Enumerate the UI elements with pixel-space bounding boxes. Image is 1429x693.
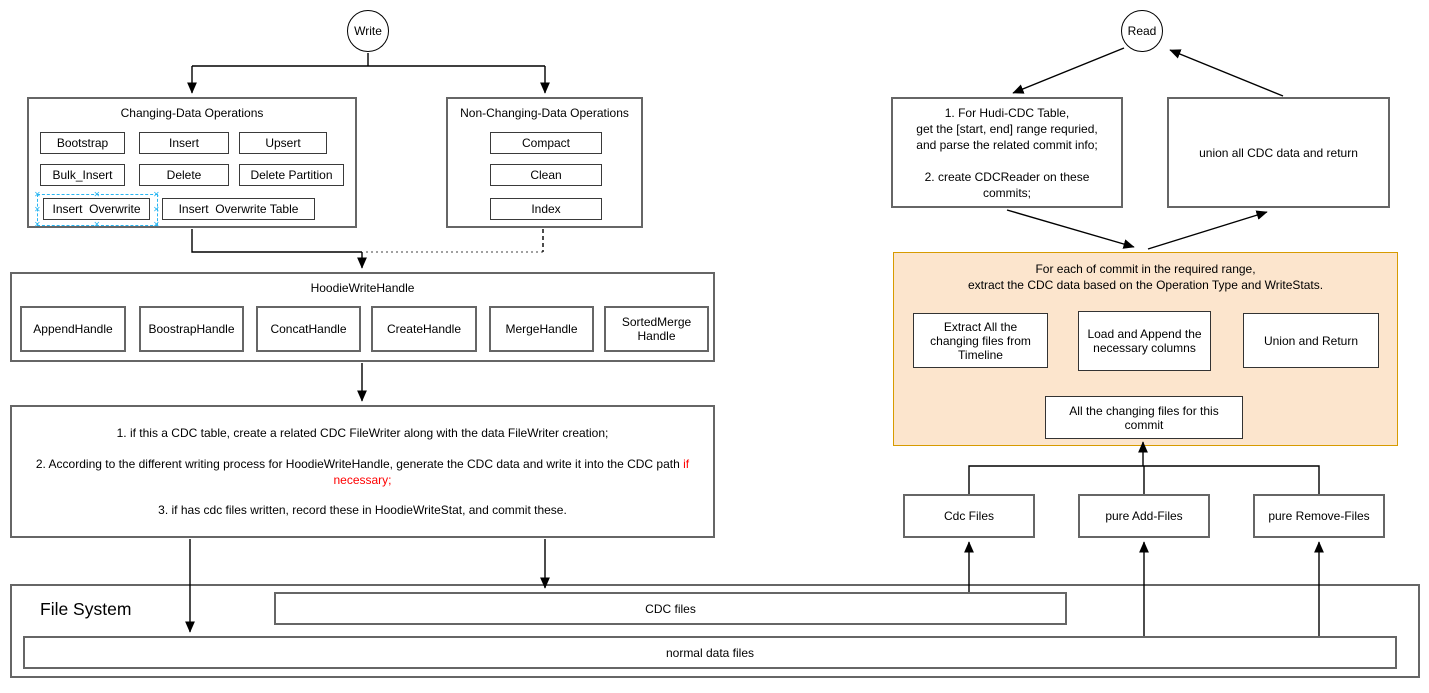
- cdc-write-steps-text: 1. if this a CDC table, create a related…: [17, 407, 708, 536]
- op-compact[interactable]: Compact: [490, 132, 602, 154]
- write-node[interactable]: Write: [347, 10, 389, 52]
- read-node[interactable]: Read: [1121, 10, 1163, 52]
- op-bulk-insert[interactable]: Bulk_Insert: [40, 164, 125, 186]
- step-2: 2. According to the different writing pr…: [35, 456, 690, 487]
- pure-remove-files-box[interactable]: pure Remove-Files: [1253, 494, 1385, 538]
- extract-changing-files-box[interactable]: Extract All the changing files from Time…: [913, 313, 1048, 368]
- file-system-label: File System: [40, 599, 132, 619]
- if-necessary-note: if necessary;: [333, 456, 690, 487]
- op-index[interactable]: Index: [490, 198, 602, 220]
- hudi-cdc-range-text: 1. For Hudi-CDC Table, get the [start, e…: [916, 106, 1098, 200]
- op-bootstrap[interactable]: Bootstrap: [40, 132, 125, 154]
- create-handle-box[interactable]: CreateHandle: [371, 306, 477, 352]
- all-changing-files-box[interactable]: All the changing files for this commit: [1045, 396, 1243, 439]
- step-3: 3. if has cdc files written, record thes…: [158, 503, 567, 517]
- changing-data-operations-box[interactable]: Changing-Data Operations Bootstrap Inser…: [27, 97, 357, 229]
- normal-data-files-bar[interactable]: normal data files: [23, 636, 1397, 669]
- changing-data-operations-title: Changing-Data Operations: [120, 106, 264, 120]
- read-label: Read: [1127, 24, 1157, 38]
- boostrap-handle-box[interactable]: BoostrapHandle: [139, 306, 244, 352]
- file-system-box[interactable]: File System CDC files normal data files: [10, 584, 1420, 678]
- pure-add-files-box[interactable]: pure Add-Files: [1078, 494, 1210, 538]
- op-insert[interactable]: Insert: [139, 132, 229, 154]
- union-cdc-return-box[interactable]: union all CDC data and return: [1167, 97, 1390, 208]
- cdc-write-steps-box[interactable]: 1. if this a CDC table, create a related…: [10, 405, 715, 538]
- cdc-files-bar[interactable]: CDC files: [274, 592, 1067, 625]
- load-append-columns-box[interactable]: Load and Append the necessary columns: [1078, 311, 1211, 371]
- op-delete[interactable]: Delete: [139, 164, 229, 186]
- union-and-return-box[interactable]: Union and Return: [1243, 313, 1379, 368]
- op-upsert[interactable]: Upsert: [239, 132, 327, 154]
- write-label: Write: [354, 24, 382, 38]
- selection-overlay: [34, 190, 160, 229]
- append-handle-box[interactable]: AppendHandle: [20, 306, 126, 352]
- op-delete-partition[interactable]: Delete Partition: [239, 164, 344, 186]
- hoodie-write-handle-title: HoodieWriteHandle: [310, 281, 415, 295]
- op-insert-overwrite-table[interactable]: Insert Overwrite Table: [162, 198, 315, 220]
- concat-handle-box[interactable]: ConcatHandle: [256, 306, 361, 352]
- op-clean[interactable]: Clean: [490, 164, 602, 186]
- merge-handle-box[interactable]: MergeHandle: [489, 306, 594, 352]
- cdc-extract-container[interactable]: For each of commit in the required range…: [893, 252, 1398, 446]
- cdc-files-box[interactable]: Cdc Files: [903, 494, 1035, 538]
- sorted-merge-handle-box[interactable]: SortedMerge Handle: [604, 306, 709, 352]
- cdc-extract-title: For each of commit in the required range…: [967, 262, 1324, 292]
- non-changing-data-operations-box[interactable]: Non-Changing-Data Operations Compact Cle…: [446, 97, 643, 228]
- non-changing-data-operations-title: Non-Changing-Data Operations: [460, 106, 629, 120]
- hudi-cdc-range-box[interactable]: 1. For Hudi-CDC Table, get the [start, e…: [891, 97, 1123, 208]
- step-1: 1. if this a CDC table, create a related…: [116, 426, 609, 440]
- hoodie-write-handle-box[interactable]: HoodieWriteHandle AppendHandle BoostrapH…: [10, 272, 715, 362]
